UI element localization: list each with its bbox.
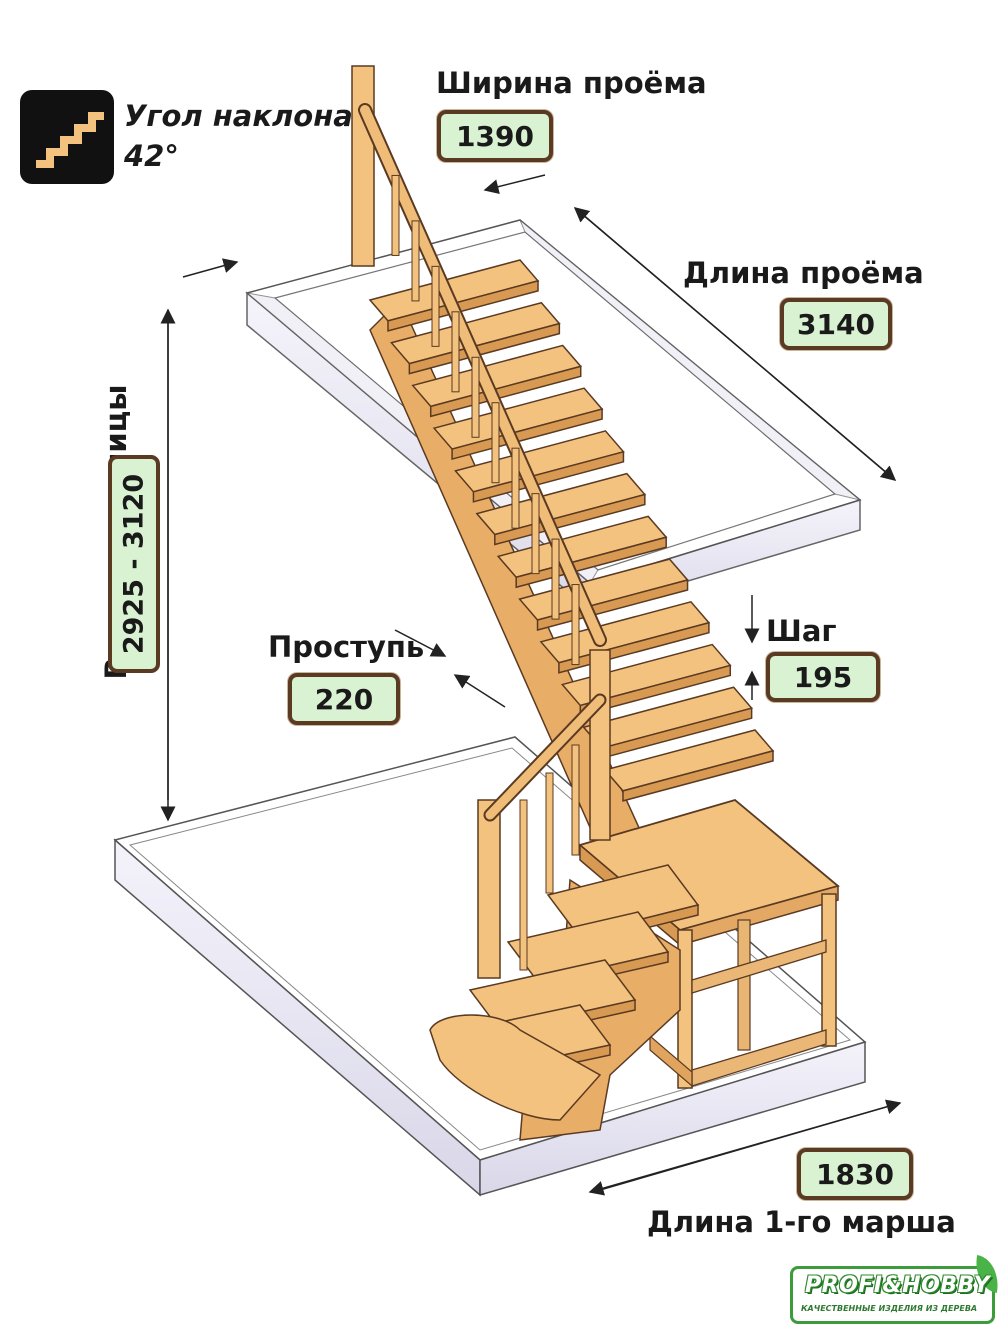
baluster (431, 265, 440, 347)
lower-railing (477, 649, 611, 979)
step-value: 195 (766, 652, 880, 702)
baluster (391, 174, 400, 256)
brand-logo: PROFI&HOBBY КАЧЕСТВЕННЫЕ ИЗДЕЛИЯ ИЗ ДЕРЕ… (790, 1255, 1000, 1324)
upper-railing (351, 65, 607, 666)
stair-height-value: 2925 - 3120 (118, 473, 150, 655)
stair-angle-icon (20, 90, 114, 184)
stair-height-block: Высота лестницы 2925 - 3120 (66, 310, 166, 810)
baluster (491, 402, 500, 484)
tread-label: Проступь (268, 630, 425, 664)
upper-tread-edge (472, 450, 625, 503)
upper-tread-edge (622, 749, 774, 802)
opening-width-label: Ширина проёма (436, 66, 707, 100)
tread-value: 220 (288, 673, 400, 725)
upper-tread-edge (429, 365, 582, 418)
logo-name: PROFI&HOBBY (805, 1273, 991, 1298)
opening-length-value: 3140 (780, 298, 892, 350)
angle-block: Угол наклона 42° (124, 96, 353, 176)
baluster (531, 493, 540, 575)
baluster (451, 311, 460, 393)
lower-flight (429, 864, 700, 1121)
opening-width-value: 1390 (437, 110, 553, 162)
angle-label: Угол наклона (124, 99, 353, 133)
first-flight-length-value: 1830 (797, 1148, 913, 1200)
baluster (511, 447, 520, 529)
baluster (471, 356, 480, 438)
first-step-rounded (429, 1014, 602, 1121)
logo-tagline: КАЧЕСТВЕННЫЕ ИЗДЕЛИЯ ИЗ ДЕРЕВА (801, 1304, 978, 1313)
first-flight-length-label: Длина 1-го марша (647, 1205, 956, 1239)
stair-height-value-box: 2925 - 3120 (108, 455, 160, 673)
dimension-lines (160, 174, 902, 1196)
baluster (551, 538, 560, 620)
baluster (411, 220, 420, 302)
baluster (571, 584, 580, 666)
upper-tread-edge (451, 408, 603, 461)
upper-flight (368, 259, 775, 802)
angle-value: 42° (124, 139, 179, 173)
upper-tread-edge (387, 279, 539, 332)
step-label: Шаг (766, 614, 837, 648)
upper-tread-edge (408, 322, 561, 375)
opening-length-label: Длина проёма (683, 256, 924, 290)
